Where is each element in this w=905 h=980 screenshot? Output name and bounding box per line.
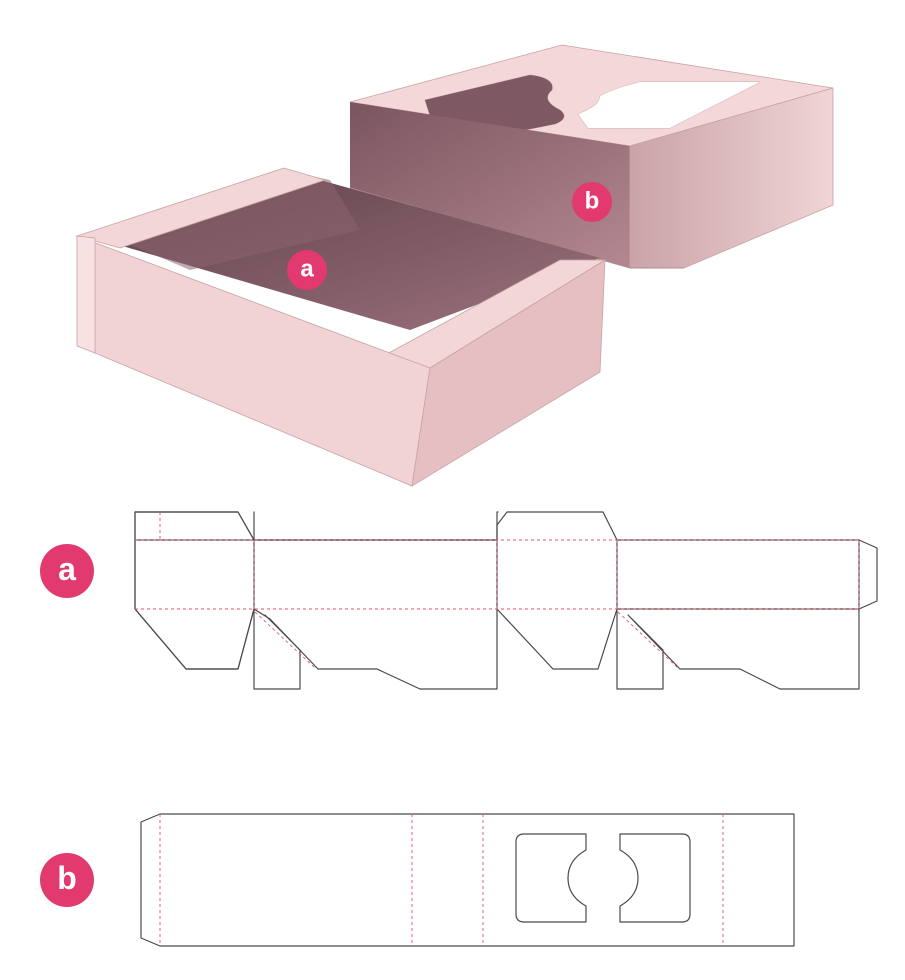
tray-badge: a	[287, 250, 327, 290]
sleeve-window-interior-right	[578, 82, 760, 128]
dieline-b	[140, 813, 795, 947]
sleeve-badge: b	[572, 182, 612, 222]
tray-box-3d	[75, 167, 607, 487]
dieline-b-badge: b	[40, 853, 94, 907]
dieline-a-fold-lines	[135, 512, 860, 669]
tray-left-flap	[75, 167, 327, 249]
dieline-b-window-right	[619, 833, 691, 923]
dieline-b-window-left	[515, 833, 587, 923]
tray-badge-circle	[287, 250, 327, 290]
sleeve-badge-label: b	[585, 188, 600, 215]
dieline-b-badge-circle	[40, 853, 94, 907]
dieline-b-cut-outline	[140, 813, 795, 947]
sleeve-badge-circle	[572, 182, 612, 222]
dieline-b-badge-label: b	[57, 860, 77, 896]
dieline-a-badge: a	[40, 544, 94, 598]
tray-badge-label: a	[300, 256, 314, 283]
dieline-a-cut-outline	[134, 511, 499, 670]
dieline-a	[134, 511, 878, 690]
dieline-a-badge-circle	[40, 544, 94, 598]
sleeve-side-face	[629, 87, 834, 269]
sleeve-box-3d	[349, 44, 834, 269]
sleeve-open-end	[350, 102, 630, 268]
tray-side-face	[411, 259, 606, 487]
dieline-a-badge-label: a	[58, 551, 76, 587]
dieline-b-fold-lines	[159, 814, 724, 946]
